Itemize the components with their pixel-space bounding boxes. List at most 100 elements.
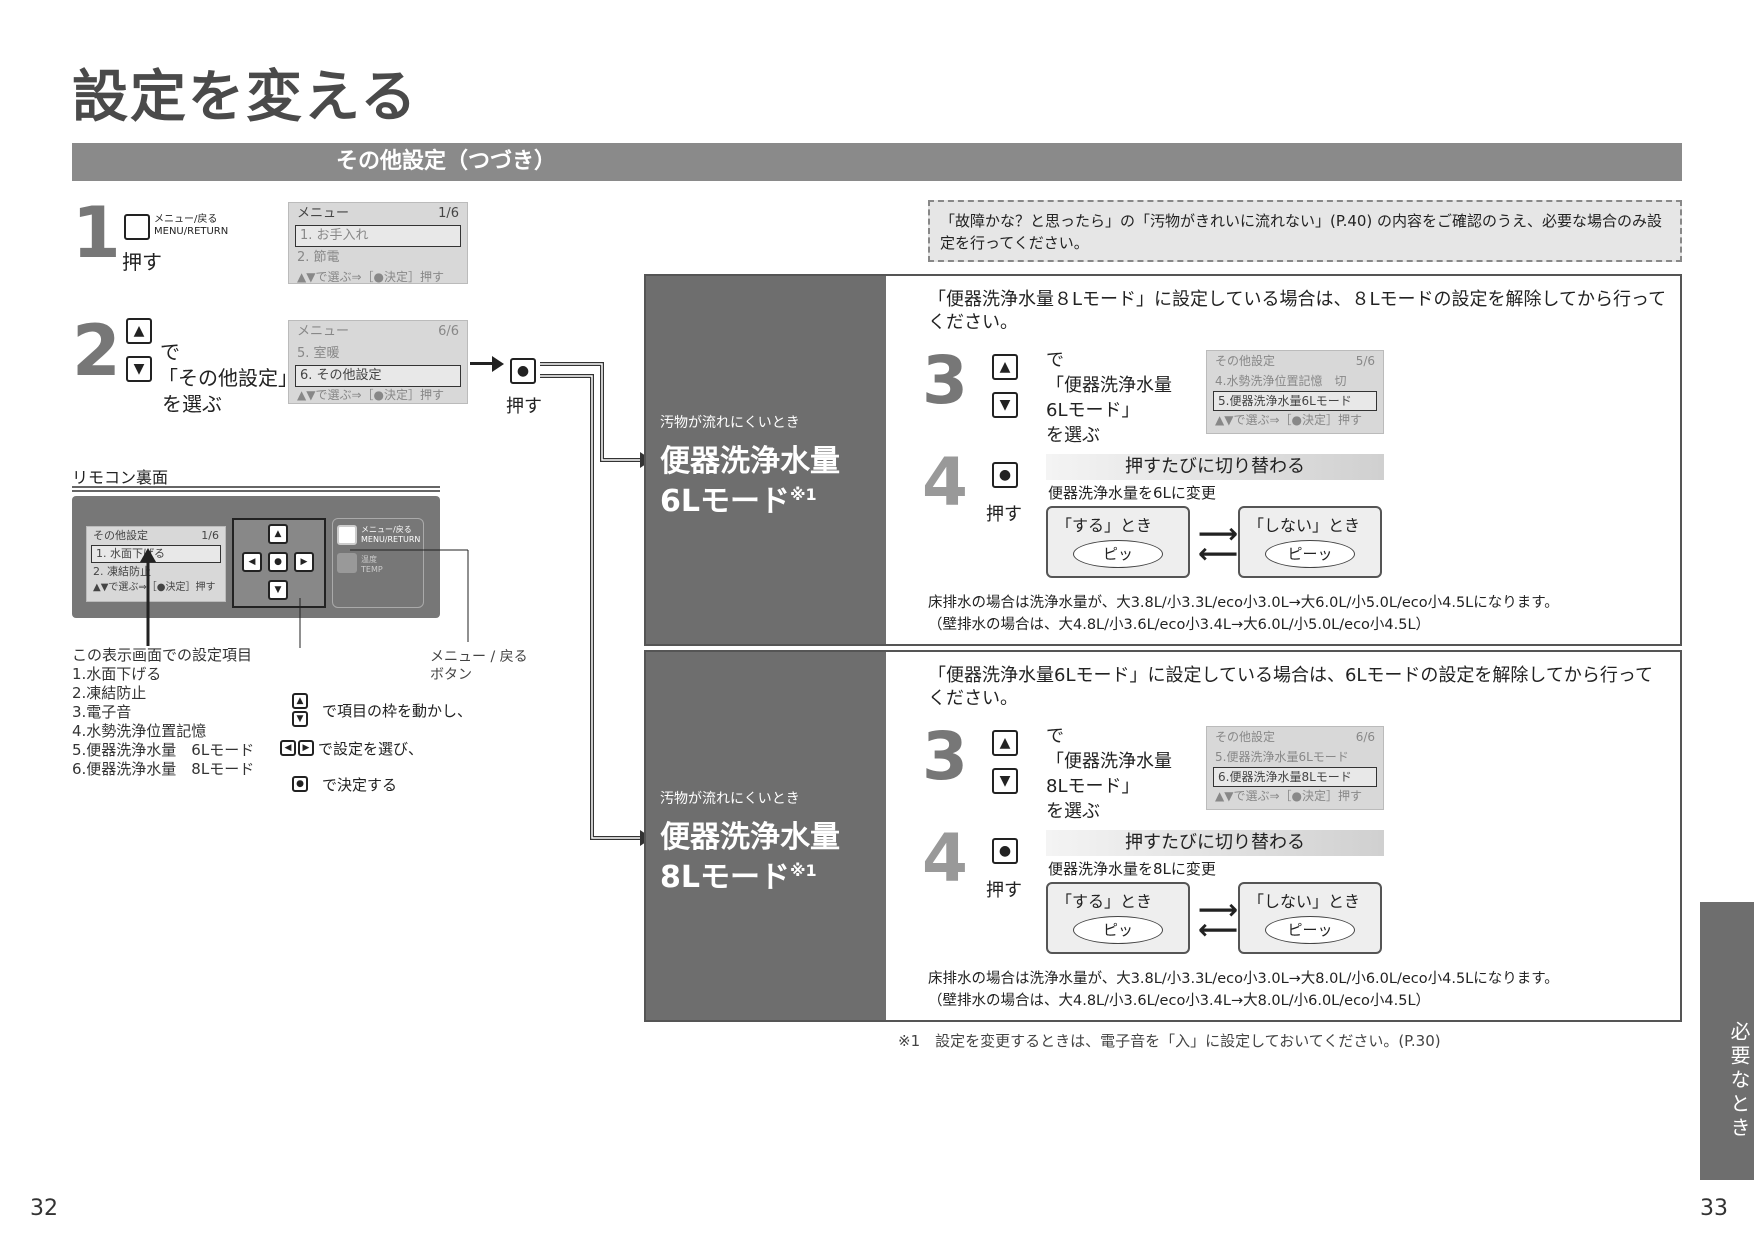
arrow-head-icon <box>492 356 504 372</box>
list-item: 4.水勢洗浄位置記憶 <box>72 722 207 740</box>
side-big1: 便器洗浄水量 <box>660 820 840 855</box>
page-number-left: 32 <box>30 1196 58 1221</box>
up-arrow-icon: ▲ <box>999 735 1011 751</box>
down-button[interactable]: ▼ <box>992 392 1018 418</box>
list-item: 5.便器洗浄水量 6Lモード <box>72 741 255 759</box>
toggle-off: 「しない」とき ピーッ <box>1238 882 1382 954</box>
step-4-push: 押す <box>986 504 1022 525</box>
connector-lines <box>540 362 650 846</box>
footnote: ※1 設定を変更するときは、電子音を「入」に設定しておいてください。(P.30) <box>898 1032 1441 1050</box>
toggle-off: 「しない」とき ピーッ <box>1238 506 1382 578</box>
list-item: 3.電子音 <box>72 703 132 721</box>
step-2-push: 押す <box>506 396 542 417</box>
down-arrow-icon: ▼ <box>999 397 1011 413</box>
panel-intro: 「便器洗浄水量6Lモード」に設定している場合は、6Lモードの設定を解除してから行… <box>928 665 1653 709</box>
down-arrow-icon: ▼ <box>999 773 1011 789</box>
beep-bubble: ピーッ <box>1265 540 1355 568</box>
side-big1: 便器洗浄水量 <box>660 444 840 479</box>
enter-button[interactable]: ● <box>992 838 1018 864</box>
down-button[interactable]: ▼ <box>992 768 1018 794</box>
page-number-right: 33 <box>1700 1196 1728 1221</box>
panel-6l: 汚物が流れにくいとき 便器洗浄水量 6Lモード※1 「便器洗浄水量８Lモード」に… <box>644 274 1682 646</box>
step-4-number: 4 <box>922 444 968 521</box>
caution-note: 「故障かな？と思ったら」の「汚物がきれいに流れない」(P.40) の内容をご確認… <box>928 200 1682 262</box>
up-arrow-icon: ▲ <box>133 323 145 339</box>
swap-arrows-icon: ⟶⟵ <box>1198 893 1239 946</box>
legend: ▲▼ で項目の枠を動かし、 ◀▶ で設定を選び、 ● で決定する <box>280 690 472 802</box>
settings-items-title: この表示画面での設定項目 <box>72 646 253 664</box>
remote-edge <box>72 486 440 492</box>
toggle-bar: 押すたびに切り替わる <box>1046 830 1384 856</box>
arrow-line <box>470 362 496 365</box>
toggle-sub: 便器洗浄水量を8Lに変更 <box>1048 860 1216 878</box>
step-4-push: 押す <box>986 880 1022 901</box>
list-item: 2.凍結防止 <box>72 684 147 702</box>
toggle-on: 「する」とき ピッ <box>1046 506 1190 578</box>
remote-dpad: ▲ ◀ ● ▶ ▼ <box>232 518 326 608</box>
remote-temp-button[interactable] <box>337 553 357 573</box>
remote-enter-button[interactable]: ● <box>268 552 288 572</box>
remote-right-button[interactable]: ▶ <box>294 552 314 572</box>
remote-caption: リモコン裏面 <box>72 468 169 487</box>
enter-button[interactable]: ● <box>992 462 1018 488</box>
down-arrow-icon: ▼ <box>133 361 145 377</box>
side-small: 汚物が流れにくいとき <box>660 415 800 431</box>
side-big2: 6Lモード※1 <box>660 484 817 519</box>
dot-icon: ● <box>998 467 1012 483</box>
step-2-text-item: 「その他設定」 <box>158 366 298 390</box>
toggle-on: 「する」とき ピッ <box>1046 882 1190 954</box>
beep-bubble: ピーッ <box>1265 916 1355 944</box>
up-button[interactable]: ▲ <box>992 730 1018 756</box>
settings-items: この表示画面での設定項目 1.水面下げる 2.凍結防止 3.電子音 4.水勢洗浄… <box>72 646 254 779</box>
panel-6l-side: 汚物が流れにくいとき 便器洗浄水量 6Lモード※1 <box>646 276 886 644</box>
step-4-number: 4 <box>922 820 968 897</box>
side-small: 汚物が流れにくいとき <box>660 791 800 807</box>
section-bar: その他設定（つづき） <box>72 143 1682 181</box>
down-button[interactable]: ▼ <box>126 356 152 382</box>
dot-icon: ● <box>516 363 530 379</box>
dot-icon: ● <box>292 776 308 792</box>
remote-left-button[interactable]: ◀ <box>242 552 262 572</box>
step-1-number: 1 <box>72 192 121 274</box>
panel-8l: 汚物が流れにくいとき 便器洗浄水量 8Lモード※1 「便器洗浄水量6Lモード」に… <box>644 650 1682 1022</box>
remote-menu-button[interactable] <box>337 525 357 545</box>
panel-footnotes: 床排水の場合は洗浄水量が、大3.8L/小3.3L/eco小3.0L→大8.0L/… <box>928 971 1559 1009</box>
step-2-text-de: で <box>160 340 180 364</box>
side-tab: 必要なとき <box>1700 902 1754 1180</box>
panel-footnotes: 床排水の場合は洗浄水量が、大3.8L/小3.3L/eco小3.0L→大6.0L/… <box>928 595 1559 633</box>
remote-up-button[interactable]: ▲ <box>268 524 288 544</box>
toggle-bar: 押すたびに切り替わる <box>1046 454 1384 480</box>
beep-bubble: ピッ <box>1073 540 1163 568</box>
panel-intro: 「便器洗浄水量８Lモード」に設定している場合は、８Lモードの設定を解除してから行… <box>928 289 1667 333</box>
side-big2: 8Lモード※1 <box>660 860 817 895</box>
step-2-text-select: を選ぶ <box>162 392 222 416</box>
up-arrow-icon: ▲ <box>999 359 1011 375</box>
dot-icon: ● <box>998 843 1012 859</box>
menu-return-button[interactable] <box>124 214 150 240</box>
toggle-sub: 便器洗浄水量を6Lに変更 <box>1048 484 1216 502</box>
up-button[interactable]: ▲ <box>126 318 152 344</box>
list-item: 1.水面下げる <box>72 665 162 683</box>
right-arrow-icon: ▶ <box>298 740 314 756</box>
step-3-number: 3 <box>922 342 968 419</box>
remote-down-button[interactable]: ▼ <box>268 580 288 600</box>
list-item: 6.便器洗浄水量 8Lモード <box>72 760 255 778</box>
step-2-number: 2 <box>72 310 121 392</box>
menu-button-callout: メニュー / 戻る ボタン <box>430 649 528 683</box>
up-arrow-icon: ▲ <box>292 693 308 709</box>
enter-button[interactable]: ● <box>510 358 536 384</box>
left-arrow-icon: ◀ <box>280 740 296 756</box>
beep-bubble: ピッ <box>1073 916 1163 944</box>
up-button[interactable]: ▲ <box>992 354 1018 380</box>
page-title: 設定を変える <box>72 65 419 130</box>
